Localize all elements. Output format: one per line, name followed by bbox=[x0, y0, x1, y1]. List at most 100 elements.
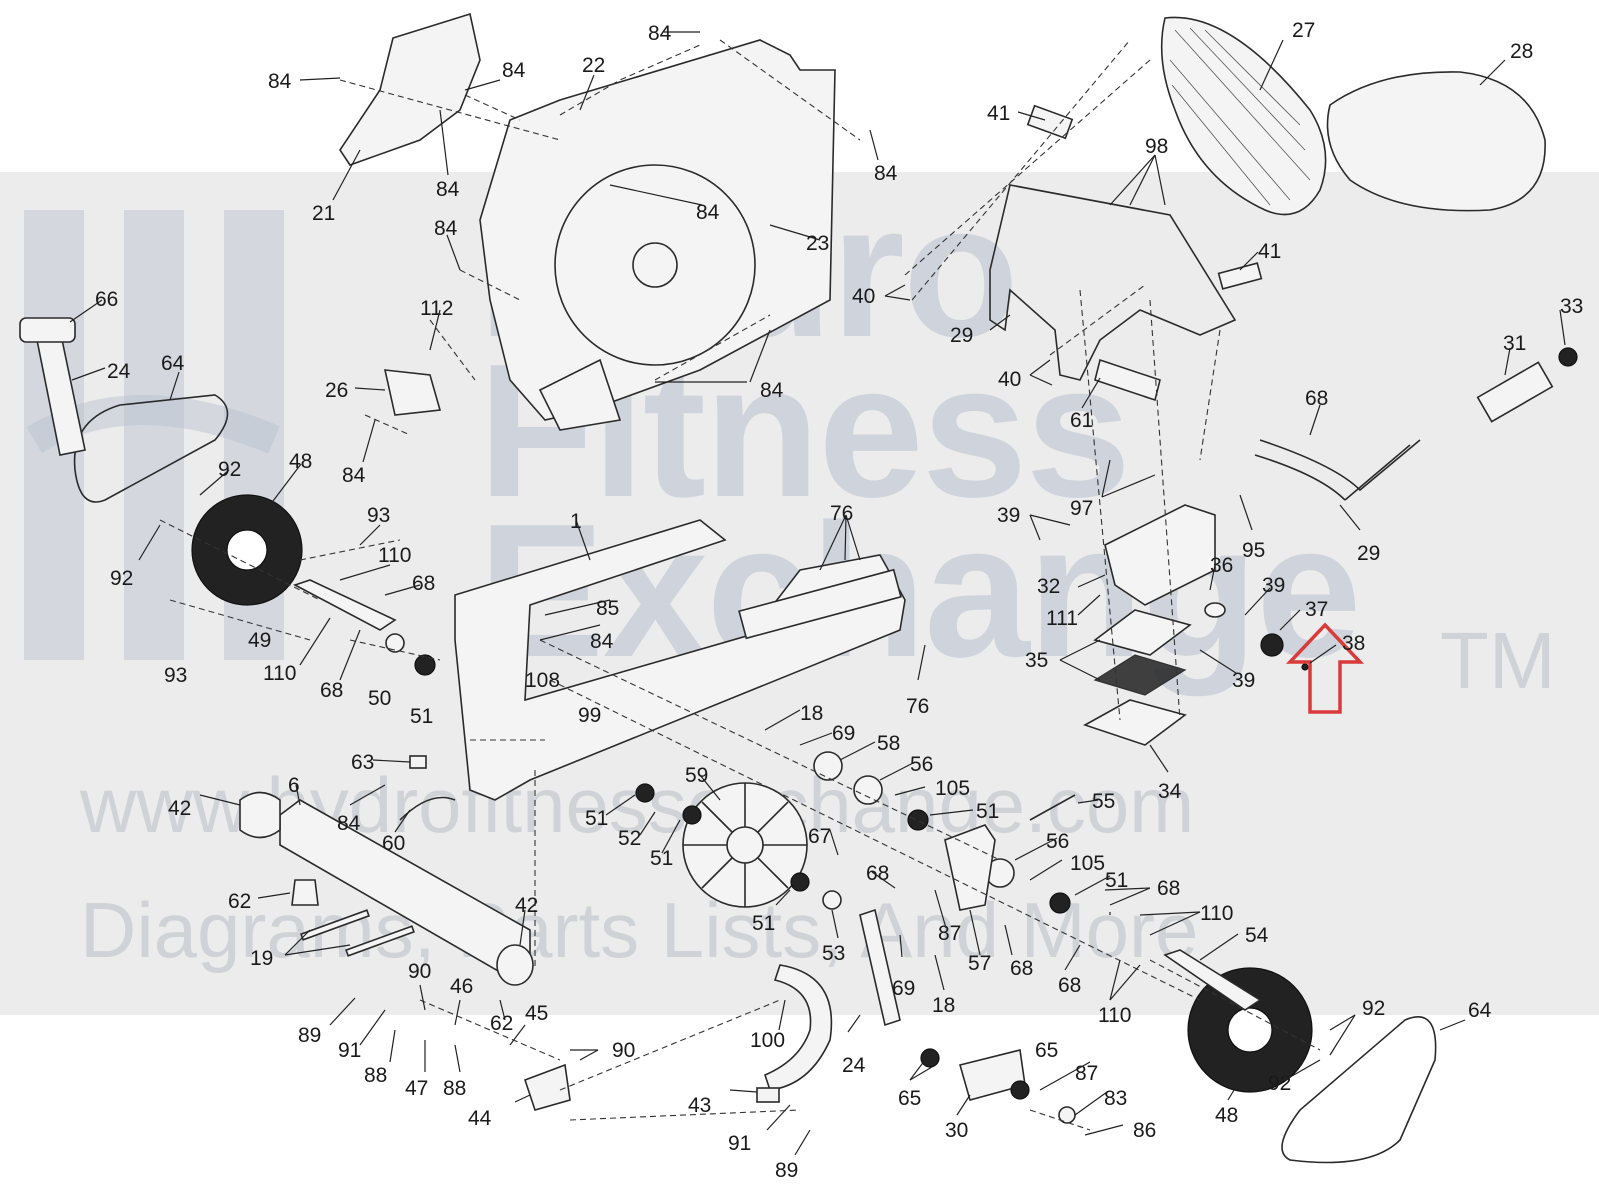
part-6-front-stabilizer bbox=[279, 799, 531, 976]
callout-32: 32 bbox=[1037, 575, 1060, 598]
part-53-spacer bbox=[822, 890, 842, 910]
part-50-bearing bbox=[385, 633, 405, 653]
callout-39: 39 bbox=[1232, 669, 1255, 692]
callout-84: 84 bbox=[337, 812, 361, 835]
part-63-sensor bbox=[409, 755, 427, 769]
callout-110: 110 bbox=[378, 544, 411, 567]
part-24-crank-left bbox=[34, 329, 86, 456]
callout-83: 83 bbox=[1104, 1087, 1127, 1110]
part-34-slide-base bbox=[1083, 699, 1187, 746]
callout-60: 60 bbox=[382, 832, 405, 855]
callout-48: 48 bbox=[289, 450, 312, 473]
callout-84: 84 bbox=[268, 70, 292, 93]
callout-112: 112 bbox=[420, 297, 453, 320]
rear-handlebar-group bbox=[1254, 347, 1578, 501]
callout-61: 61 bbox=[1070, 409, 1093, 432]
callout-45: 45 bbox=[525, 1002, 548, 1025]
part-44-console-bracket bbox=[523, 1063, 571, 1111]
callout-90: 90 bbox=[408, 960, 431, 983]
assembly-lines bbox=[159, 39, 1321, 1131]
callout-51: 51 bbox=[585, 807, 608, 830]
callout-48: 48 bbox=[1215, 1104, 1238, 1127]
callout-51: 51 bbox=[976, 800, 999, 823]
callout-50: 50 bbox=[368, 687, 391, 710]
callout-51: 51 bbox=[410, 705, 433, 728]
part-32-slide-carriage bbox=[1104, 504, 1216, 606]
callout-37: 37 bbox=[1305, 598, 1328, 621]
callout-68: 68 bbox=[866, 862, 889, 885]
callout-49: 49 bbox=[248, 629, 271, 652]
callout-92: 92 bbox=[110, 567, 133, 590]
callout-34: 34 bbox=[1158, 780, 1182, 803]
part-27-seat-back bbox=[1160, 16, 1327, 216]
main-frame-group bbox=[239, 519, 906, 986]
callout-22: 22 bbox=[582, 54, 605, 77]
callout-68: 68 bbox=[1305, 387, 1328, 410]
callout-47: 47 bbox=[405, 1077, 428, 1100]
callout-85: 85 bbox=[596, 597, 619, 620]
callout-35: 35 bbox=[1025, 649, 1048, 672]
callout-62: 62 bbox=[490, 1012, 513, 1035]
callout-110: 110 bbox=[1200, 902, 1233, 925]
callout-92: 92 bbox=[218, 458, 241, 481]
callout-91: 91 bbox=[728, 1132, 751, 1155]
part-37-adjustment-knob bbox=[1260, 633, 1284, 657]
callout-111: 111 bbox=[1046, 607, 1078, 630]
part-1-seat-rail bbox=[738, 568, 902, 640]
part-60-wire bbox=[399, 796, 456, 821]
callout-84: 84 bbox=[874, 162, 898, 185]
callout-64: 64 bbox=[1468, 999, 1492, 1022]
callout-86: 86 bbox=[1133, 1119, 1156, 1142]
part-100-chain-guard bbox=[764, 964, 833, 1091]
part-42-end-cap-b bbox=[496, 944, 534, 986]
callout-62: 62 bbox=[228, 890, 251, 913]
part-23-lower-foot bbox=[538, 358, 622, 431]
callout-40: 40 bbox=[998, 368, 1021, 391]
part-51-bearing-b bbox=[635, 783, 655, 803]
callout-69: 69 bbox=[892, 977, 915, 1000]
callout-76: 76 bbox=[830, 502, 853, 525]
callout-84: 84 bbox=[760, 379, 784, 402]
callout-91: 91 bbox=[338, 1039, 361, 1062]
callout-99: 99 bbox=[578, 704, 601, 727]
callout-65: 65 bbox=[1035, 1039, 1058, 1062]
callout-labels: 84 84 84 22 84 84 84 21 84 23 84 66 112 … bbox=[95, 19, 1583, 1182]
callout-55: 55 bbox=[1092, 790, 1115, 813]
callout-67: 67 bbox=[808, 825, 831, 848]
part-61-seat-tube bbox=[1094, 358, 1161, 402]
callout-64: 64 bbox=[161, 352, 185, 375]
part-65-nut-b bbox=[1010, 1080, 1030, 1100]
callout-84: 84 bbox=[342, 464, 366, 487]
part-23-flywheel-cover bbox=[554, 164, 756, 366]
part-41-cap-a bbox=[1026, 104, 1074, 140]
part-42-end-cap-a bbox=[239, 791, 281, 839]
part-66-pedal-spindle bbox=[19, 317, 76, 343]
part-64-belt-left bbox=[73, 394, 229, 503]
callout-108: 108 bbox=[525, 669, 560, 692]
callout-89: 89 bbox=[298, 1024, 321, 1047]
callout-42: 42 bbox=[168, 797, 191, 820]
callout-92: 92 bbox=[1268, 1072, 1291, 1095]
callout-95: 95 bbox=[1242, 539, 1265, 562]
part-29-handlebar bbox=[1254, 439, 1421, 501]
part-26-plate bbox=[383, 369, 442, 416]
callout-110: 110 bbox=[1098, 1004, 1131, 1027]
callout-39: 39 bbox=[1262, 574, 1285, 597]
part-29-seat-frame bbox=[989, 184, 1237, 381]
seat-group bbox=[1160, 16, 1546, 216]
part-35-slide-pad-upper bbox=[1093, 609, 1192, 656]
part-43-guard-foot bbox=[756, 1087, 780, 1103]
callout-28: 28 bbox=[1510, 40, 1533, 63]
part-51-bearing-d bbox=[790, 872, 810, 892]
callout-54: 54 bbox=[1245, 924, 1269, 947]
callout-87: 87 bbox=[1075, 1062, 1098, 1085]
watermark-tagline: Diagrams, Parts Lists, And More bbox=[80, 886, 1199, 974]
callout-26: 26 bbox=[325, 379, 348, 402]
callout-42: 42 bbox=[515, 894, 538, 917]
callout-65: 65 bbox=[898, 1087, 921, 1110]
part-64-belt-right bbox=[1281, 1015, 1437, 1164]
callout-93: 93 bbox=[367, 504, 390, 527]
callout-56: 56 bbox=[1046, 830, 1069, 853]
callout-21: 21 bbox=[312, 202, 335, 225]
callout-68: 68 bbox=[1010, 957, 1033, 980]
